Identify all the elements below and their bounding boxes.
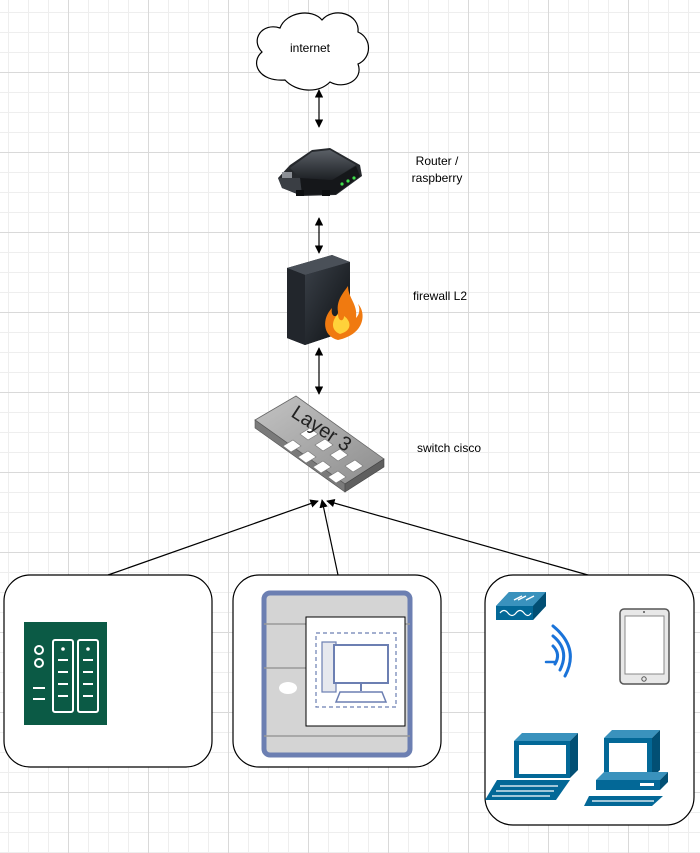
desktop-computer-icon bbox=[584, 730, 668, 806]
server-group[interactable] bbox=[3, 574, 213, 768]
firewall-label: firewall L2 bbox=[413, 289, 467, 303]
wifi-signal-icon bbox=[544, 624, 572, 678]
firewall-node[interactable] bbox=[287, 255, 363, 345]
switch-label: switch cisco bbox=[417, 441, 481, 455]
virtual-machine-icon bbox=[305, 616, 406, 727]
laptop-icon bbox=[485, 733, 578, 800]
switch-node[interactable]: Layer 3 bbox=[254, 395, 385, 493]
connector-servers-switch bbox=[107, 499, 319, 576]
connector-vm-switch bbox=[319, 499, 339, 576]
internet-cloud-node[interactable]: internet bbox=[256, 12, 370, 91]
server-rack-icon bbox=[24, 622, 107, 725]
router-label-line1: Router / bbox=[416, 154, 459, 168]
firewall-icon bbox=[287, 255, 363, 345]
tablet-icon bbox=[619, 608, 670, 685]
connector-clients-switch bbox=[326, 499, 589, 576]
access-point-icon bbox=[496, 592, 546, 620]
cloud-shape bbox=[256, 12, 370, 91]
router-node[interactable] bbox=[278, 148, 362, 196]
vm-host-group[interactable] bbox=[232, 574, 442, 768]
router-label-line2: raspberry bbox=[412, 171, 463, 185]
layer3-switch-icon: Layer 3 bbox=[254, 395, 385, 493]
internet-label: internet bbox=[290, 41, 331, 55]
client-devices-group[interactable] bbox=[484, 574, 695, 826]
router-icon bbox=[278, 148, 362, 196]
